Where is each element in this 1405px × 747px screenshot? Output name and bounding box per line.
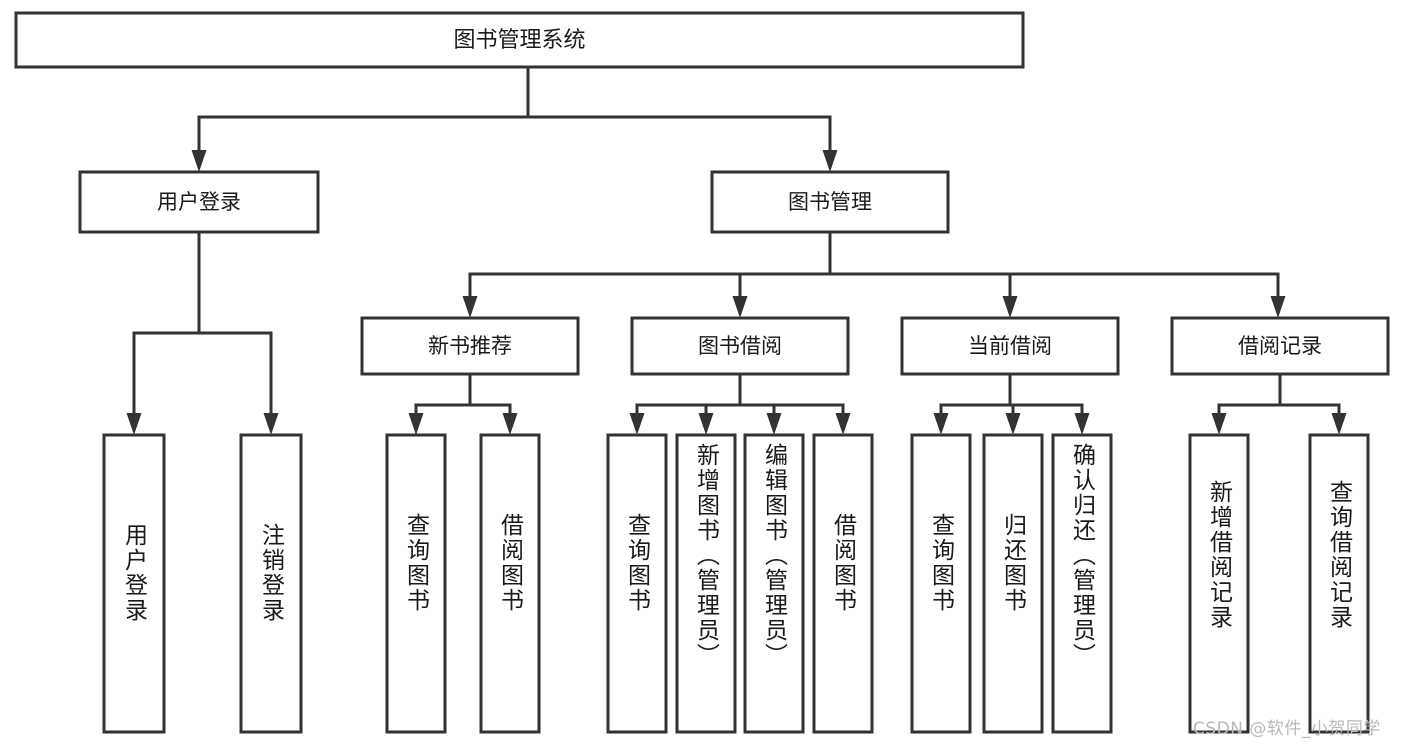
node-label-root: 图书管理系统 (453, 28, 585, 53)
node-box-leaf-cur-query-book[interactable] (910, 433, 972, 734)
connector-edge-root-fanout (191, 65, 838, 172)
node-label-user-login: 用户登录 (157, 190, 241, 214)
arrow-head-icon (1005, 413, 1021, 435)
node-box-leaf-cur-return-book[interactable] (982, 433, 1044, 734)
edges-layer (126, 65, 1347, 435)
arrow-head-icon (1270, 296, 1286, 318)
node-box-leaf-rec-query-book[interactable] (385, 433, 447, 734)
node-box-root[interactable] (14, 11, 1025, 69)
node-box-leaf-rec-borrow-book[interactable] (479, 433, 541, 734)
connector-edge-user-login-fanout (126, 230, 279, 435)
arrow-head-icon (1074, 413, 1090, 435)
node-label-book-manage: 图书管理 (788, 190, 872, 214)
csdn-watermark: CSDN @软件_小贺同学 (1193, 719, 1381, 739)
node-label-new-book-recommend: 新书推荐 (428, 334, 512, 358)
arrow-head-icon (462, 296, 478, 318)
node-box-leaf-borrow-edit-book[interactable] (743, 433, 805, 734)
node-box-book-manage[interactable] (710, 170, 950, 234)
arrow-head-icon (822, 150, 838, 172)
arrow-head-icon (1002, 296, 1018, 318)
node-box-leaf-rec-add-record[interactable] (1188, 433, 1250, 734)
arrow-head-icon (766, 413, 782, 435)
arrow-head-icon (629, 413, 645, 435)
node-label-book-borrow: 图书借阅 (698, 334, 782, 358)
node-label-borrow-record: 借阅记录 (1238, 334, 1322, 358)
node-box-book-borrow[interactable] (630, 316, 850, 376)
node-box-user-login[interactable] (78, 170, 320, 234)
node-box-leaf-cur-confirm-return[interactable] (1051, 433, 1113, 734)
node-label-current-borrow: 当前借阅 (968, 334, 1052, 358)
arrow-head-icon (191, 150, 207, 172)
arrow-head-icon (1211, 413, 1227, 435)
node-box-leaf-borrow-query-book[interactable] (606, 433, 668, 734)
connector-edge-record-fanout (1211, 372, 1347, 435)
connector-edge-current-fanout (933, 372, 1090, 435)
arrow-head-icon (263, 413, 279, 435)
arrow-head-icon (502, 413, 518, 435)
arrow-head-icon (126, 413, 142, 435)
node-box-borrow-record[interactable] (1170, 316, 1390, 376)
connector-edge-recommend-fanout (408, 372, 518, 435)
arrow-head-icon (933, 413, 949, 435)
node-box-leaf-borrow-add-book[interactable] (675, 433, 737, 734)
node-box-new-book-recommend[interactable] (360, 316, 580, 376)
boxes-layer (14, 11, 1390, 734)
node-box-leaf-rec-query-record[interactable] (1308, 433, 1370, 734)
arrow-head-icon (732, 296, 748, 318)
node-box-leaf-logout-login[interactable] (239, 433, 303, 734)
node-box-leaf-user-login[interactable] (102, 433, 166, 734)
arrow-head-icon (698, 413, 714, 435)
connector-edge-book-manage-fanout (462, 230, 1286, 318)
node-box-leaf-borrow-borrow-book[interactable] (812, 433, 874, 734)
arrow-head-icon (835, 413, 851, 435)
node-box-current-borrow[interactable] (900, 316, 1120, 376)
arrow-head-icon (408, 413, 424, 435)
connector-edge-borrow-fanout (629, 372, 851, 435)
arrow-head-icon (1331, 413, 1347, 435)
